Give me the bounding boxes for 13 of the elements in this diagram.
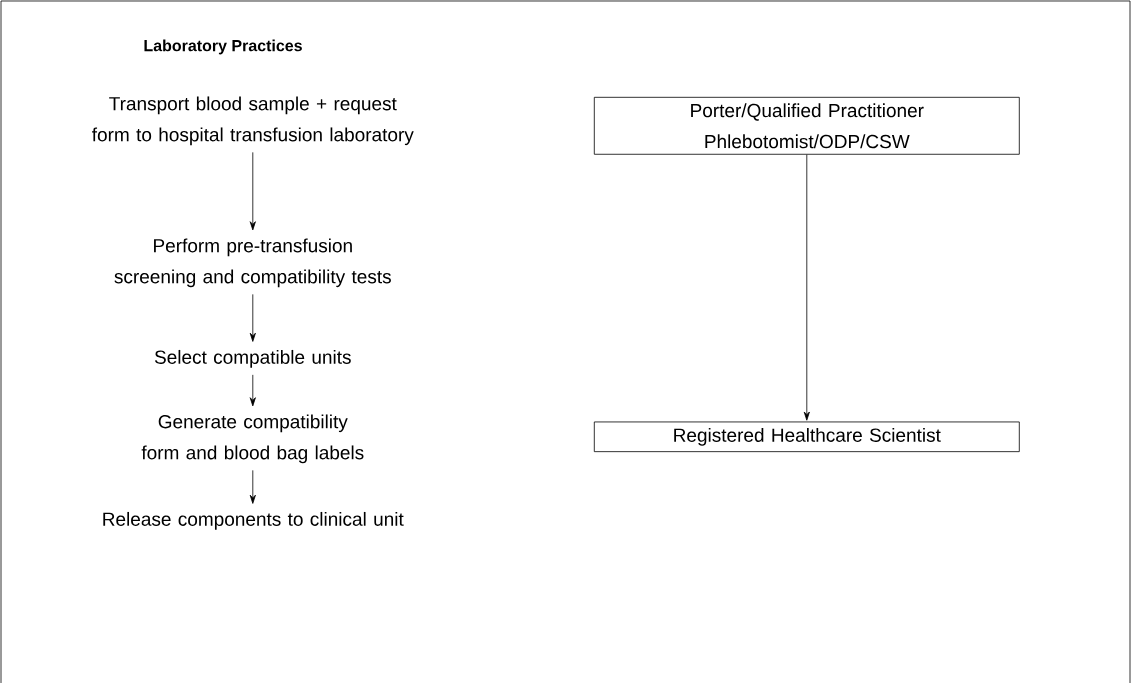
arrow — [249, 374, 256, 407]
frame-heading: Laboratory Practices — [144, 39, 302, 55]
step-text: Select compatible units — [154, 349, 351, 368]
arrow — [249, 293, 256, 342]
arrow — [803, 154, 810, 421]
step-text: Generate compatibility form and blood bag labels — [141, 414, 364, 464]
step-text: Release components to clinical unit — [103, 511, 404, 530]
arrow — [249, 151, 256, 231]
role-box: Porter/Qualified Practitioner Phlebotomist/ODP/CSW — [593, 96, 1020, 155]
step-text: Perform pre-transfusion screening and compatibility tests — [114, 238, 391, 288]
step-text: Transport blood sample + request form to hospital transfusion laboratory — [92, 96, 414, 146]
role-box: Registered Healthcare Scientist — [593, 421, 1020, 453]
arrow — [249, 469, 256, 504]
